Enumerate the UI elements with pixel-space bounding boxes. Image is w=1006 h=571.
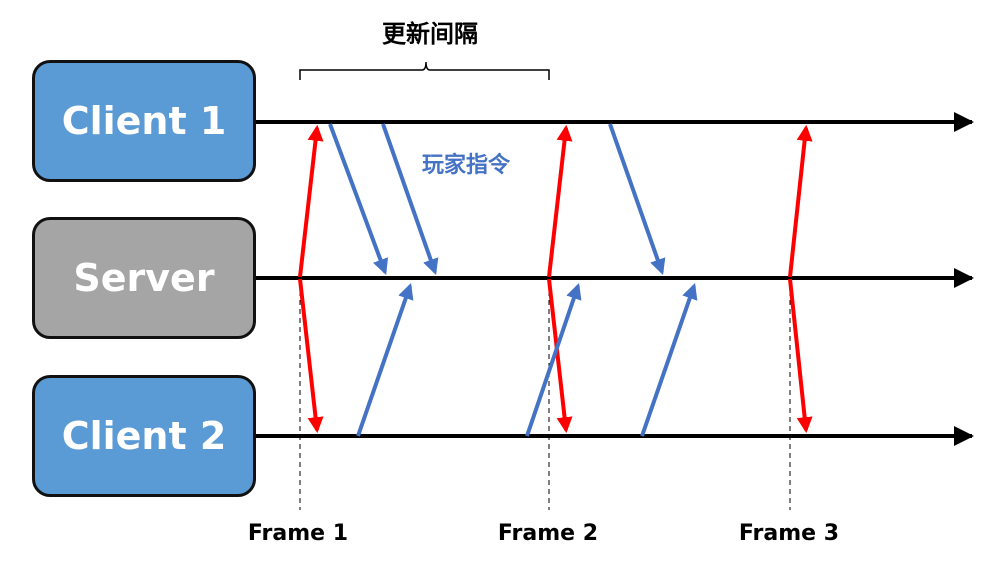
sync-arrow [298, 278, 324, 434]
server-box: Server [32, 217, 256, 339]
frame1-sync-arrows [298, 124, 324, 434]
client2-command-arrows [356, 282, 698, 437]
sync-arrow [788, 278, 813, 434]
frame2-sync-arrows [547, 124, 573, 434]
frame2-label: Frame 2 [498, 521, 598, 546]
client2-label: Client 2 [61, 414, 227, 458]
frame3-label: Frame 3 [739, 521, 839, 546]
command-arrow [328, 123, 389, 275]
client1-command-arrows [328, 123, 666, 276]
sync-arrow [547, 124, 573, 278]
command-arrow [356, 282, 414, 437]
frame1-label: Frame 1 [248, 521, 348, 546]
command-arrow [640, 282, 698, 437]
client2-box: Client 2 [32, 375, 256, 497]
frame3-sync-arrows [788, 124, 813, 434]
sync-arrow [547, 278, 573, 434]
server-label: Server [73, 256, 215, 300]
update-interval-brace [299, 61, 550, 80]
sync-arrow [788, 124, 813, 278]
command-arrow [381, 123, 439, 276]
update-interval-label: 更新间隔 [382, 20, 478, 48]
client1-box: Client 1 [32, 60, 256, 182]
player-commands-label: 玩家指令 [422, 152, 511, 178]
command-arrow [525, 282, 582, 437]
command-arrow [608, 123, 666, 276]
client1-label: Client 1 [61, 99, 227, 143]
sync-arrow [298, 124, 324, 278]
